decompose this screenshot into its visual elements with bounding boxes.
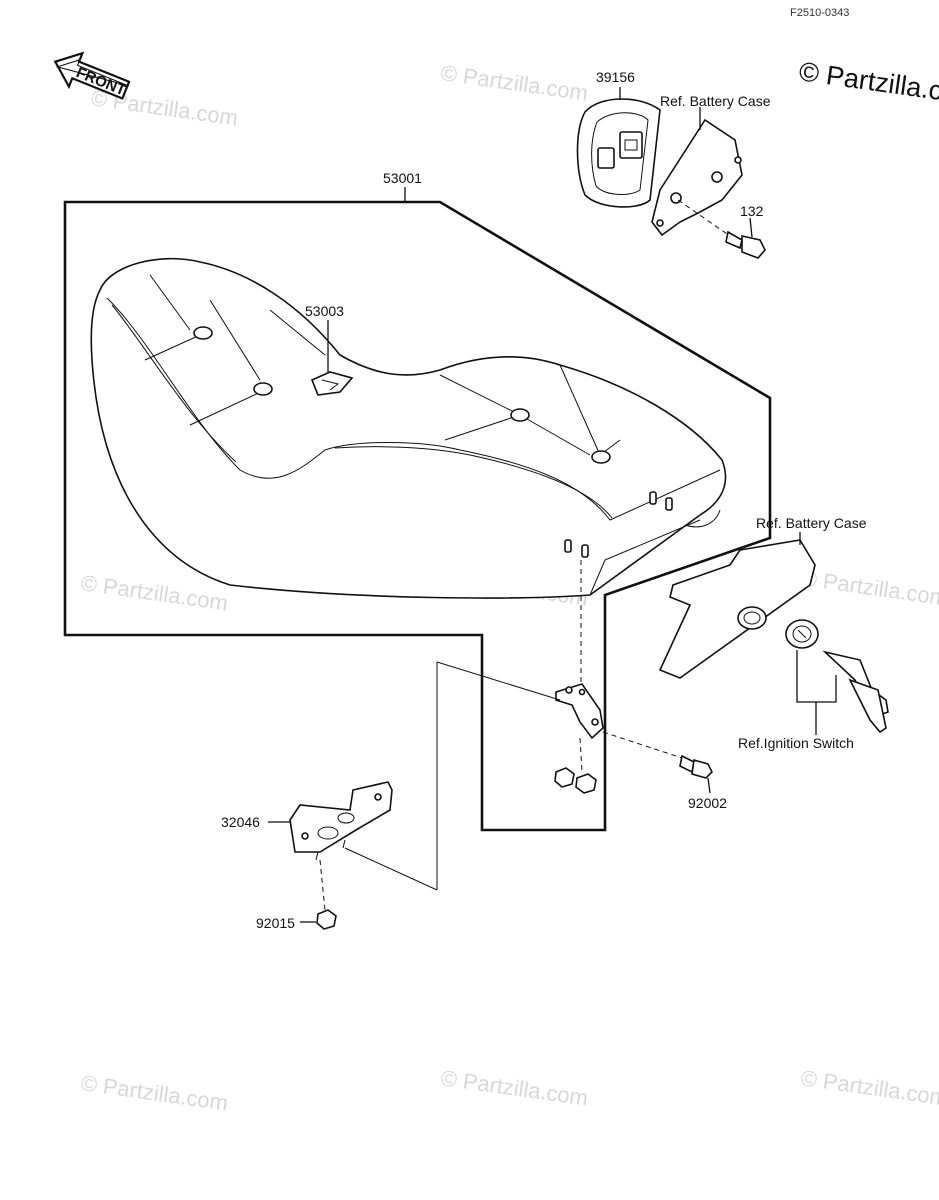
nut-pair xyxy=(554,767,597,794)
leader-dash-nuts xyxy=(579,737,583,773)
label-32046: 32046 xyxy=(221,814,260,830)
guide-line-3 xyxy=(344,847,438,891)
label-ref-ignition: Ref.Ignition Switch xyxy=(738,735,854,751)
guide-line-1 xyxy=(436,661,561,701)
leader-dash-92002 xyxy=(602,731,683,759)
watermark-7: © Partzilla.com xyxy=(439,1065,589,1110)
leader-132 xyxy=(749,217,753,238)
label-92002: 92002 xyxy=(688,795,727,811)
bolt-92002 xyxy=(679,754,713,779)
battery-cover-39156 xyxy=(576,98,661,208)
battery-case-right xyxy=(658,539,816,679)
battery-case-plate xyxy=(651,118,743,237)
seat-bracket xyxy=(555,683,604,740)
assembly-outline-53001 xyxy=(63,200,772,832)
leader-dash-92015 xyxy=(319,859,326,911)
nut-92015 xyxy=(316,909,337,930)
label-ref-battery-top: Ref. Battery Case xyxy=(660,93,771,109)
bracket-32046 xyxy=(289,781,393,861)
leader-92002 xyxy=(707,777,711,794)
label-132: 132 xyxy=(740,203,764,219)
label-53003: 53003 xyxy=(305,303,344,319)
label-ref-battery-right: Ref. Battery Case xyxy=(756,515,867,531)
label-53001: 53001 xyxy=(383,170,422,186)
watermark-large: © Partzilla.co xyxy=(797,56,939,108)
bolt-132 xyxy=(725,230,766,259)
watermark-8: © Partzilla.com xyxy=(799,1065,939,1110)
watermark-3: © Partzilla.com xyxy=(79,570,229,615)
watermark-2: © Partzilla.com xyxy=(439,60,589,105)
label-39156: 39156 xyxy=(596,69,635,85)
key-icon xyxy=(822,650,889,734)
figure-code: F2510-0343 xyxy=(790,7,849,19)
watermark-5: © Partzilla.com xyxy=(799,565,939,610)
seat-53001 xyxy=(90,257,727,599)
label-92015: 92015 xyxy=(256,915,295,931)
watermark-6: © Partzilla.com xyxy=(79,1070,229,1115)
ignition-switch xyxy=(785,619,819,649)
emblem-53003 xyxy=(310,371,354,396)
leader-dash-132 xyxy=(677,199,731,237)
